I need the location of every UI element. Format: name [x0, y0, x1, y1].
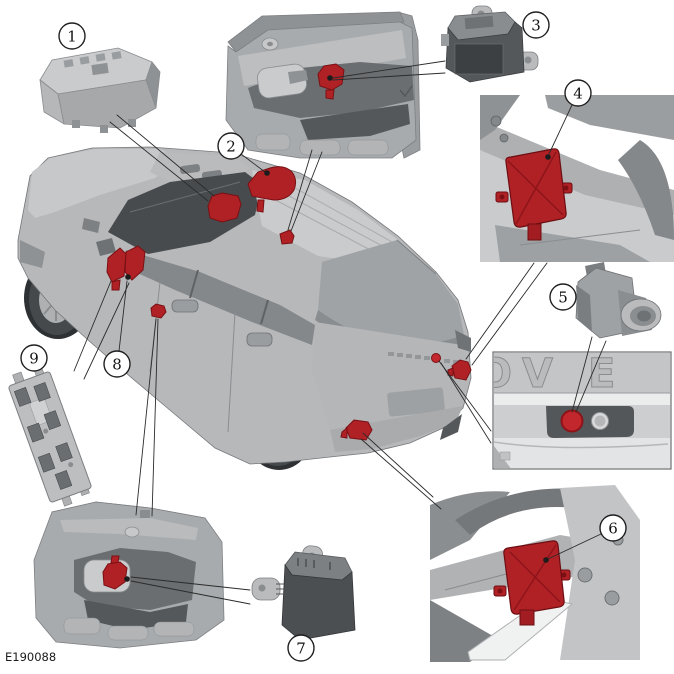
inset-view-6: [430, 485, 640, 662]
module-3: [441, 5, 539, 83]
header-sensor-part: [247, 166, 297, 201]
callout-9: 9: [20, 344, 48, 372]
camera-5: [575, 262, 662, 339]
module-4-highlighted: [495, 148, 573, 241]
bumper-part-flange: [340, 426, 348, 439]
callout-5-number: 5: [558, 289, 568, 307]
door-antenna-part: [150, 303, 167, 319]
tailgate-camera-marker: [431, 353, 441, 363]
figure-id-label: E190088: [5, 650, 56, 664]
callout-2-number: 2: [226, 138, 236, 156]
callout-3-number: 3: [531, 17, 541, 35]
license-recess: [387, 387, 445, 417]
highlighted-parts: [106, 166, 472, 441]
fender-vent: [82, 218, 100, 233]
roof-console-part: [207, 192, 242, 223]
front-detail: [20, 240, 45, 268]
roof-rear-sensor-part: [279, 229, 295, 245]
callout-6: 6: [599, 514, 627, 542]
callout-7-number: 7: [296, 640, 306, 658]
mirror: [96, 238, 116, 256]
rear-corner-part: [451, 359, 472, 381]
side-windows: [122, 250, 315, 345]
leader-lines: [73, 60, 607, 605]
roof-glass: [108, 172, 262, 254]
module-6-highlighted: [493, 540, 571, 626]
module-9: [8, 365, 92, 507]
callout-4-number: 4: [573, 85, 583, 103]
header-sensor-stub: [256, 199, 265, 213]
callouts: 1 2 3 4 5 6 7 8: [20, 11, 627, 662]
emblem-letter-o: O: [478, 351, 512, 397]
vehicle-illustration: [17, 146, 472, 470]
front-door-trim-panel: [225, 11, 421, 159]
inset-view-4: [480, 95, 674, 262]
callout-8-number: 8: [112, 356, 122, 374]
callout-8: 8: [103, 350, 131, 378]
callout-5: 5: [549, 283, 577, 311]
b-pillar-part-b: [124, 245, 146, 281]
leader-dots: [124, 75, 551, 582]
callout-3: 3: [522, 11, 550, 39]
emblem-letter-v: V: [522, 351, 553, 397]
module-7: [251, 545, 356, 641]
rear-door-trim-panel: [33, 501, 225, 649]
camera-inset-box: O V E: [478, 351, 672, 470]
b-pillar-stub: [111, 279, 121, 291]
storage-bin: [300, 104, 410, 140]
tailgate-lettering: [388, 352, 459, 364]
rear-window: [318, 240, 464, 352]
hood: [28, 149, 180, 218]
camera-trim-bezel: [546, 406, 634, 438]
camera-lens-highlight: [560, 409, 584, 433]
callout-4: 4: [564, 79, 592, 107]
emblem-letter-e: E: [588, 351, 615, 397]
b-pillar-part-a: [106, 247, 127, 283]
module-1: [39, 47, 161, 133]
tweeter-speaker: [124, 526, 140, 538]
callout-2: 2: [217, 132, 245, 160]
callout-6-number: 6: [608, 520, 618, 538]
callout-9-number: 9: [29, 350, 39, 368]
door-latch-part: [102, 555, 128, 590]
taillight: [455, 330, 471, 352]
front-door-handle: [171, 299, 199, 313]
callout-7: 7: [287, 634, 315, 662]
callout-1-number: 1: [67, 28, 77, 46]
rear-door-handle: [246, 332, 273, 347]
callout-1: 1: [58, 22, 86, 50]
bumper-corner-shadow: [440, 414, 462, 440]
